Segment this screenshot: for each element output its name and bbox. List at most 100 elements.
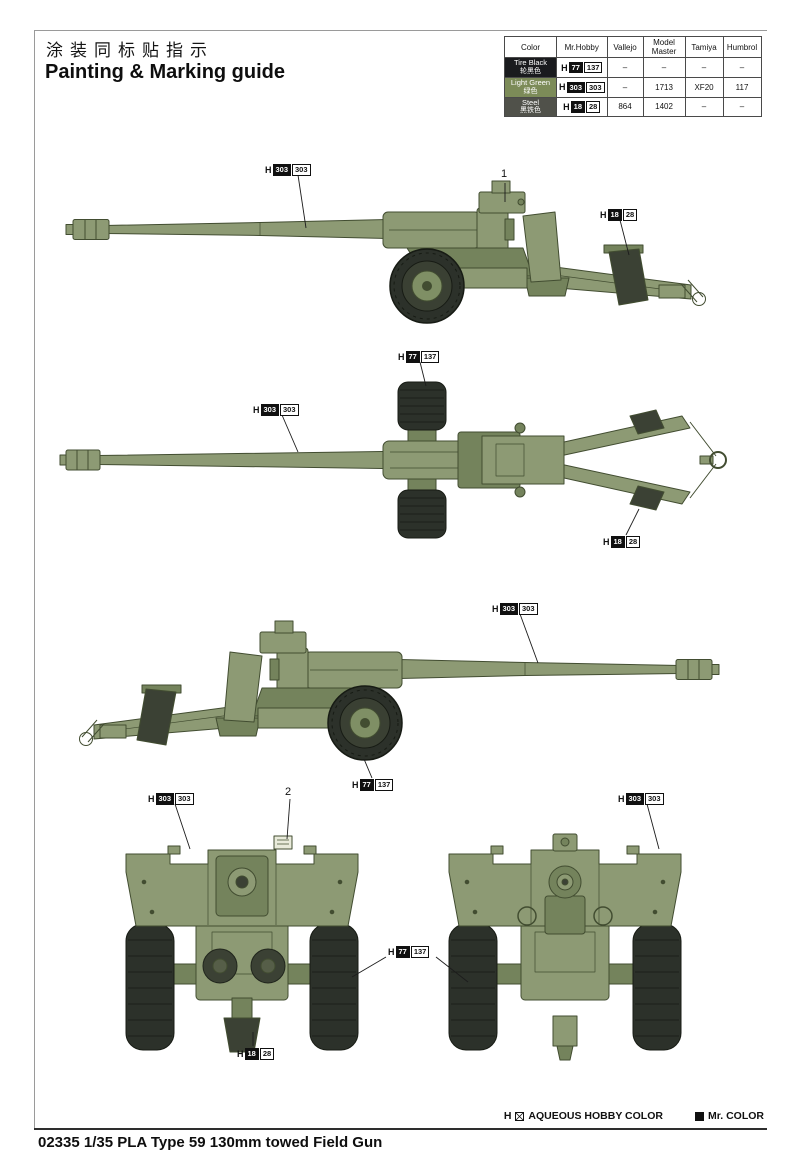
col-header-model-master: Model Master bbox=[642, 35, 686, 59]
table-row: Light Green 绿色 H 303 303 – 1713 XF20 117 bbox=[504, 77, 762, 98]
callout-prefix: H bbox=[561, 62, 568, 73]
callout-prefix: H bbox=[559, 82, 566, 93]
swatch-cell: Light Green 绿色 bbox=[504, 77, 557, 98]
aqueous-code-box: 18 bbox=[607, 209, 622, 221]
aqueous-code-box: 77 bbox=[405, 351, 420, 363]
mr-color-code-box: 303 bbox=[280, 404, 299, 416]
color-name-cn: 黑铁色 bbox=[520, 107, 541, 115]
mr-hobby-code: H 18 28 bbox=[563, 101, 601, 113]
mr-color-code-box: 137 bbox=[374, 779, 394, 791]
callout-prefix: H bbox=[352, 779, 359, 790]
paint-callout: H 18 28 bbox=[600, 209, 638, 221]
paint-callout: H 77 137 bbox=[388, 946, 430, 958]
swatch-cell: Steel 黑铁色 bbox=[504, 96, 557, 118]
callout-prefix: H bbox=[388, 946, 395, 957]
page-title-chinese: 涂装同标贴指示 bbox=[46, 41, 214, 60]
paint-callout: H 303 303 bbox=[265, 164, 311, 176]
swatch-cell: Tire Black 轮黑色 bbox=[504, 57, 557, 79]
gun-top-view bbox=[59, 381, 727, 539]
vallejo-cell: – bbox=[606, 77, 644, 98]
page-title-english: Painting & Marking guide bbox=[45, 61, 286, 83]
aqueous-code-box: 303 bbox=[566, 81, 586, 94]
mr-color-code-box: 303 bbox=[586, 81, 605, 94]
humbrol-cell: 117 bbox=[722, 77, 762, 98]
callout-prefix: H bbox=[563, 101, 570, 112]
aqueous-code-box: 18 bbox=[610, 536, 625, 548]
product-title: 02335 1/35 PLA Type 59 130mm towed Field… bbox=[38, 1134, 383, 1151]
color-name: Light Green bbox=[510, 78, 551, 88]
mr-hobby-code: H 303 303 bbox=[559, 81, 605, 94]
paint-callout: H 303 303 bbox=[253, 404, 299, 416]
color-name-cn: 轮黑色 bbox=[520, 68, 541, 75]
aqueous-code-box: 18 bbox=[570, 101, 586, 113]
part-number-marker: 1 bbox=[501, 168, 508, 180]
mr-color-square-icon bbox=[694, 1111, 704, 1121]
gun-rear-view bbox=[125, 835, 359, 1053]
top-rule bbox=[34, 30, 767, 31]
paint-callout: H 303 303 bbox=[148, 793, 194, 805]
mr-hobby-cell: H 18 28 bbox=[556, 96, 608, 118]
tamiya-cell: – bbox=[684, 96, 724, 118]
humbrol-cell: – bbox=[722, 96, 762, 118]
aqueous-code-box: 303 bbox=[272, 164, 292, 176]
part-number-marker: 2 bbox=[285, 786, 292, 798]
aqueous-box-icon bbox=[515, 1111, 525, 1121]
model-master-cell: 1402 bbox=[642, 96, 686, 118]
table-row: Tire Black 轮黑色 H 77 137 – – – – bbox=[504, 57, 762, 79]
col-header-vallejo: Vallejo bbox=[606, 35, 644, 59]
callout-prefix: H bbox=[398, 351, 405, 362]
model-master-cell: 1713 bbox=[642, 77, 686, 98]
paint-callout: H 18 28 bbox=[237, 1048, 275, 1060]
aqueous-code-box: 77 bbox=[395, 946, 410, 958]
mr-color-code-box: 137 bbox=[420, 351, 440, 363]
gun-side-view-facing-right bbox=[79, 620, 720, 761]
humbrol-cell: – bbox=[722, 57, 762, 79]
vallejo-cell: – bbox=[606, 57, 644, 79]
mr-color-code-box: 28 bbox=[586, 101, 601, 113]
paint-callout: H 77 137 bbox=[352, 779, 394, 791]
color-name: Tire Black bbox=[513, 58, 548, 68]
aqueous-code-box: 303 bbox=[499, 603, 519, 615]
gun-side-view-facing-left bbox=[65, 180, 706, 324]
bottom-rule bbox=[34, 1128, 767, 1130]
callout-prefix: H bbox=[253, 404, 260, 415]
paint-callout: H 77 137 bbox=[398, 351, 440, 363]
callout-prefix: H bbox=[148, 793, 155, 804]
callout-prefix: H bbox=[492, 603, 499, 614]
paint-callout: H 18 28 bbox=[603, 536, 641, 548]
legend-aqueous-label: AQUEOUS HOBBY COLOR bbox=[528, 1110, 663, 1122]
tamiya-cell: XF20 bbox=[684, 77, 724, 98]
aqueous-code-box: 77 bbox=[359, 779, 374, 791]
color-name: Steel bbox=[521, 97, 540, 107]
aqueous-code-box: 303 bbox=[260, 404, 280, 416]
callout-prefix: H bbox=[265, 164, 272, 175]
mr-color-code-box: 28 bbox=[259, 1048, 275, 1060]
aqueous-code-box: 303 bbox=[625, 793, 645, 805]
col-header-mr-hobby: Mr.Hobby bbox=[556, 35, 608, 59]
legend-prefix: H bbox=[503, 1110, 512, 1122]
aqueous-code-box: 18 bbox=[244, 1048, 259, 1060]
mr-color-code-box: 303 bbox=[645, 793, 664, 805]
table-row: Steel 黑铁色 H 18 28 864 1402 – – bbox=[504, 96, 762, 118]
col-header-tamiya: Tamiya bbox=[684, 35, 724, 59]
left-margin-rule bbox=[34, 30, 35, 1130]
mr-color-code-box: 303 bbox=[175, 793, 194, 805]
callout-prefix: H bbox=[618, 793, 625, 804]
mr-hobby-cell: H 77 137 bbox=[556, 57, 608, 79]
model-master-cell: – bbox=[642, 57, 686, 79]
aqueous-code-box: 303 bbox=[155, 793, 175, 805]
mr-hobby-cell: H 303 303 bbox=[556, 77, 608, 98]
vallejo-cell: 864 bbox=[606, 96, 644, 118]
callout-prefix: H bbox=[237, 1048, 244, 1059]
callout-prefix: H bbox=[600, 209, 607, 220]
mr-color-code-box: 28 bbox=[625, 536, 641, 548]
paint-color-table: Color Mr.Hobby Vallejo Model Master Tami… bbox=[504, 35, 762, 118]
mr-color-code-box: 137 bbox=[583, 61, 603, 74]
table-header-row: Color Mr.Hobby Vallejo Model Master Tami… bbox=[504, 35, 762, 59]
callout-prefix: H bbox=[603, 536, 610, 547]
mr-color-code-box: 28 bbox=[622, 209, 638, 221]
legend-mr-color-label: Mr. COLOR bbox=[707, 1110, 764, 1122]
tamiya-cell: – bbox=[684, 57, 724, 79]
mr-color-code-box: 137 bbox=[410, 946, 430, 958]
